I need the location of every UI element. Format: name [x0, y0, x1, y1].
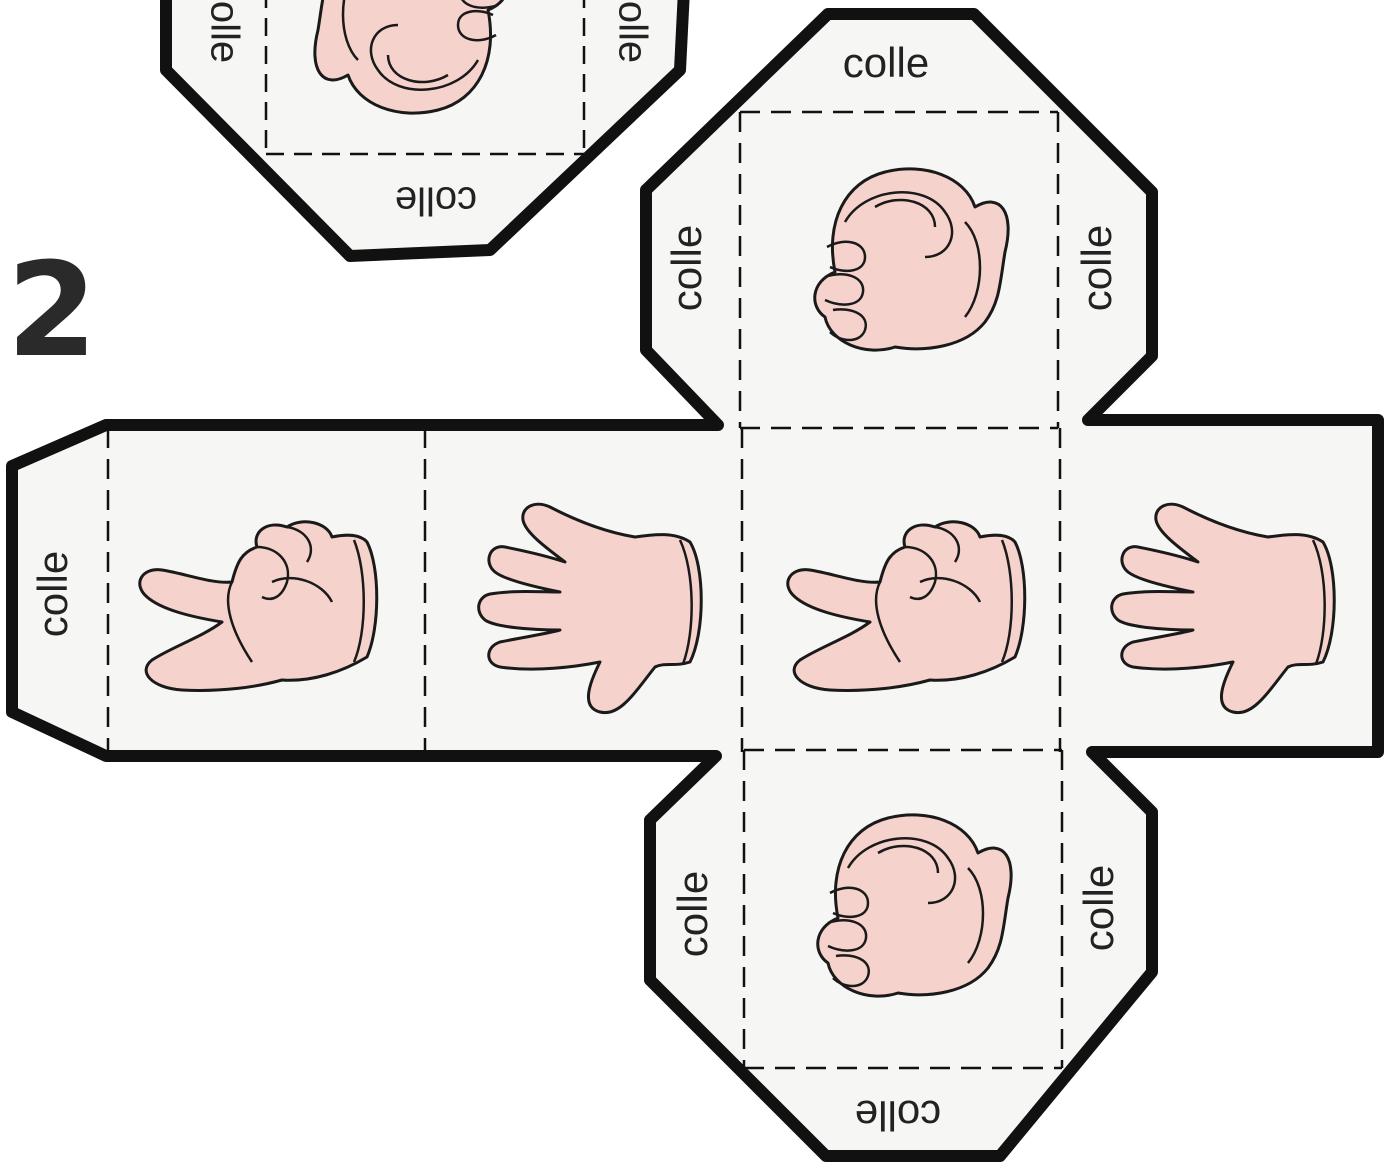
fold-lines: [106, 110, 1064, 1070]
sheet-number: 2: [7, 234, 97, 386]
glue-label-bottom-left: colle: [669, 871, 716, 957]
glue-label-bottom-right: colle: [1075, 865, 1122, 951]
glue-label-partial-left: colle: [202, 0, 246, 63]
dice-net: colle colle colle colle colle colle coll…: [6, 8, 1384, 1162]
glue-label-top: colle: [843, 39, 929, 86]
glue-label-left-end: colle: [29, 551, 76, 637]
glue-label-bottom: colle: [855, 1092, 941, 1139]
glue-label-partial-bottom: colle: [395, 178, 477, 222]
glue-label-partial-right: colle: [610, 0, 654, 63]
glue-label-top-right: colle: [1073, 225, 1120, 311]
glue-label-top-left: colle: [663, 225, 710, 311]
partial-net-top-left: colle colle colle: [160, 0, 690, 262]
